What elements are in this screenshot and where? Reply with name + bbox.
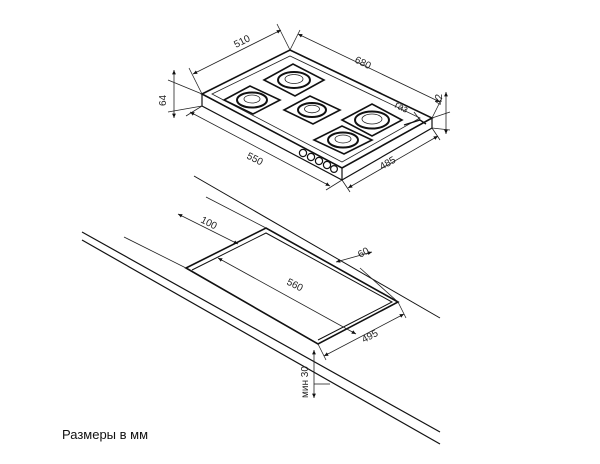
dim-550: 550 <box>185 105 343 191</box>
dim-60-label: 60 <box>356 246 371 261</box>
dim-64: 64 <box>158 70 203 118</box>
knob <box>322 160 332 170</box>
dim-495-label: 495 <box>360 328 380 346</box>
burner-right <box>340 103 404 137</box>
dim-560: 560 <box>217 257 357 335</box>
dim-495: 495 <box>317 301 407 361</box>
dim-min-30: мин 30 <box>300 350 330 398</box>
knob <box>306 152 316 162</box>
dim-510: 510 <box>188 23 291 95</box>
burner-center <box>282 95 342 125</box>
dim-680-label: 680 <box>353 55 373 72</box>
dim-550-label: 550 <box>245 151 265 169</box>
dim-64-label: 64 <box>158 94 169 106</box>
dim-42-label: 42 <box>434 93 445 105</box>
dim-100-label: 100 <box>199 215 219 233</box>
units-caption: Размеры в мм <box>62 427 149 442</box>
countertop-front-edge <box>81 231 441 433</box>
dim-560-label: 560 <box>285 277 305 295</box>
dim-60: 60 <box>335 246 399 303</box>
countertop-back-edge <box>193 175 441 319</box>
dim-510-label: 510 <box>232 33 252 51</box>
knob <box>330 165 339 174</box>
knob <box>314 156 324 166</box>
burner-back <box>262 63 326 97</box>
burner-left <box>222 85 282 115</box>
dim-min-30-label: мин 30 <box>300 366 311 398</box>
hob-drawing: 510 680 64 42 газ <box>158 23 451 193</box>
knob <box>298 148 308 158</box>
dim-100: 100 <box>123 196 267 269</box>
dim-42: 42 <box>431 92 451 134</box>
countertop-drawing: 100 60 560 495 мин 30 <box>81 175 441 445</box>
gas-label: газ <box>393 100 410 116</box>
countertop-front-lower <box>81 239 441 445</box>
